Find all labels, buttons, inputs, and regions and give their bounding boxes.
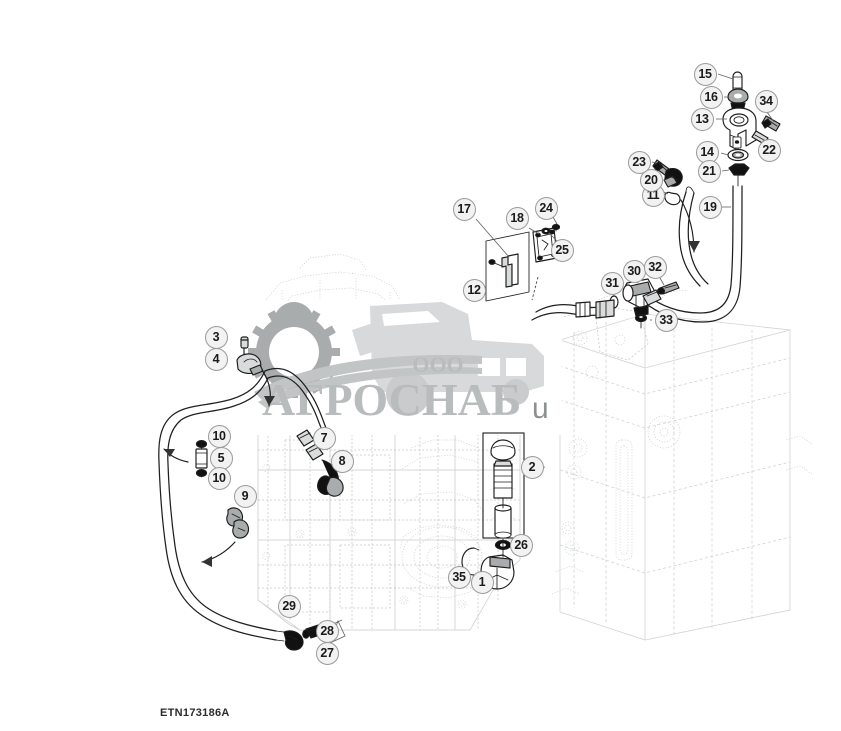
callout-10b[interactable]: 10 bbox=[207, 466, 231, 490]
callout-19[interactable]: 19 bbox=[698, 195, 722, 219]
part-21-nut bbox=[728, 163, 750, 187]
part-3-plug bbox=[240, 336, 249, 355]
part-32-bolt bbox=[656, 281, 680, 295]
callout-17[interactable]: 17 bbox=[452, 197, 476, 221]
callout-26[interactable]: 26 bbox=[509, 533, 533, 557]
callout-12[interactable]: 12 bbox=[462, 278, 486, 302]
hose-branch-11 bbox=[678, 186, 709, 287]
callout-label: 25 bbox=[555, 242, 569, 257]
callout-35[interactable]: 35 bbox=[447, 565, 471, 589]
callout-label: 34 bbox=[759, 93, 773, 108]
callout-label: 16 bbox=[704, 89, 718, 104]
callout-label: 23 bbox=[632, 154, 646, 169]
hose-assembly-left bbox=[158, 367, 327, 642]
callout-label: 35 bbox=[452, 569, 466, 584]
callout-label: 29 bbox=[282, 598, 296, 613]
callout-15[interactable]: 15 bbox=[693, 62, 717, 86]
callout-label: 24 bbox=[539, 200, 553, 215]
callout-34[interactable]: 34 bbox=[754, 89, 778, 113]
callout-label: 1 bbox=[478, 574, 486, 589]
callout-label: 33 bbox=[659, 312, 673, 327]
callout-3[interactable]: 3 bbox=[204, 325, 228, 349]
callout-13[interactable]: 13 bbox=[690, 107, 714, 131]
callout-label: 10 bbox=[212, 428, 226, 443]
callout-27[interactable]: 27 bbox=[315, 641, 339, 665]
part-24-bolt bbox=[551, 223, 561, 232]
callout-label: 15 bbox=[698, 66, 712, 81]
callout-10a[interactable]: 10 bbox=[207, 424, 231, 448]
part-4-clamp bbox=[236, 353, 264, 376]
part-code-label: ETN173186A bbox=[160, 707, 230, 719]
part-10-seal-lower bbox=[195, 469, 208, 478]
part-34-bolt bbox=[761, 115, 781, 132]
callout-label: 4 bbox=[212, 351, 220, 366]
callout-9[interactable]: 9 bbox=[233, 484, 257, 508]
part-2-filter-assembly bbox=[482, 432, 525, 539]
callout-label: 18 bbox=[510, 210, 524, 225]
part-10-seal-upper bbox=[195, 440, 208, 450]
callout-label: 22 bbox=[762, 142, 776, 157]
part-29-fitting bbox=[283, 630, 304, 651]
callout-8[interactable]: 8 bbox=[330, 449, 354, 473]
callout-label: 19 bbox=[703, 199, 717, 214]
callout-label: 31 bbox=[605, 275, 619, 290]
callout-30[interactable]: 30 bbox=[622, 259, 646, 283]
callout-20[interactable]: 20 bbox=[639, 168, 663, 192]
part-26-seal bbox=[494, 538, 512, 552]
callout-label: 3 bbox=[212, 329, 220, 344]
callout-7[interactable]: 7 bbox=[312, 426, 336, 450]
callout-label: 17 bbox=[457, 201, 471, 216]
callout-label: 2 bbox=[528, 459, 536, 474]
callout-22[interactable]: 22 bbox=[757, 138, 781, 162]
part-33-plug bbox=[634, 313, 648, 329]
part-20-fitting bbox=[663, 167, 683, 188]
callout-label: 5 bbox=[217, 450, 225, 465]
callout-25[interactable]: 25 bbox=[550, 238, 574, 262]
callout-label: 27 bbox=[320, 645, 334, 660]
callout-29[interactable]: 29 bbox=[277, 594, 301, 618]
callout-label: 32 bbox=[648, 259, 662, 274]
callout-16[interactable]: 16 bbox=[699, 85, 723, 109]
callout-label: 12 bbox=[467, 282, 481, 297]
callout-label: 28 bbox=[320, 623, 334, 638]
callout-4[interactable]: 4 bbox=[204, 347, 228, 371]
part-9-coupler bbox=[226, 507, 250, 539]
callout-label: 10 bbox=[212, 470, 226, 485]
callout-label: 21 bbox=[702, 163, 716, 178]
callout-28[interactable]: 28 bbox=[315, 619, 339, 643]
part-25-washer bbox=[541, 227, 551, 235]
callout-5[interactable]: 5 bbox=[209, 446, 233, 470]
callout-label: 30 bbox=[627, 263, 641, 278]
hose-19-end-fitting bbox=[642, 289, 662, 306]
callout-label: 11 bbox=[646, 187, 660, 202]
callout-label: 26 bbox=[514, 537, 528, 552]
callout-32[interactable]: 32 bbox=[643, 255, 667, 279]
callout-18[interactable]: 18 bbox=[505, 206, 529, 230]
callout-label: 13 bbox=[695, 111, 709, 126]
callout-33[interactable]: 33 bbox=[654, 308, 678, 332]
callout-23[interactable]: 23 bbox=[627, 150, 651, 174]
part-13-bracket bbox=[722, 107, 757, 151]
part-17-panel bbox=[485, 231, 530, 302]
callout-label: 8 bbox=[338, 453, 346, 468]
callout-14[interactable]: 14 bbox=[695, 140, 719, 164]
callout-31[interactable]: 31 bbox=[600, 271, 624, 295]
callout-2[interactable]: 2 bbox=[520, 455, 544, 479]
callout-1[interactable]: 1 bbox=[470, 570, 494, 594]
callout-label: 7 bbox=[320, 430, 328, 445]
hose-to-engine bbox=[531, 299, 615, 321]
callout-24[interactable]: 24 bbox=[534, 196, 558, 220]
callout-label: 9 bbox=[241, 488, 249, 503]
callout-21[interactable]: 21 bbox=[697, 159, 721, 183]
callout-label: 20 bbox=[644, 172, 658, 187]
callout-label: 14 bbox=[700, 144, 714, 159]
part-14-washer bbox=[727, 148, 749, 162]
